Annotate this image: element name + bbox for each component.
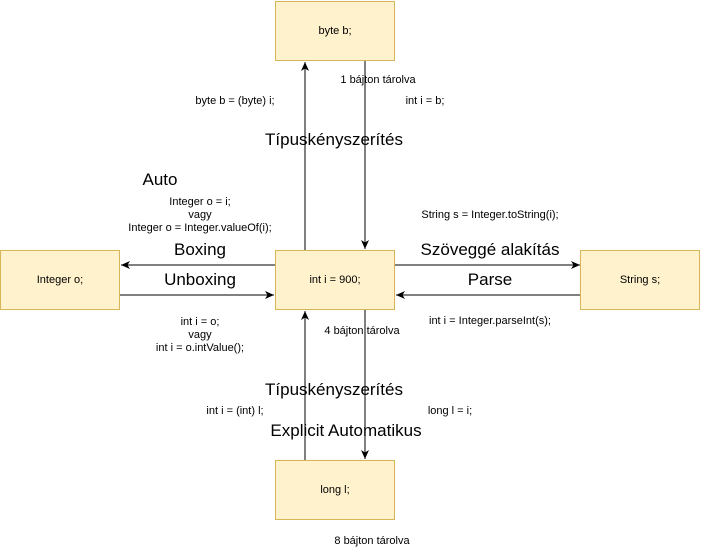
type-cast-bottom-heading: Típuskényszerítés	[265, 380, 403, 399]
parse-code-label: int i = Integer.parseInt(s);	[429, 315, 551, 327]
boxing-code-line-3: Integer o = Integer.valueOf(i);	[128, 222, 272, 234]
to-string-code-label: String s = Integer.toString(i);	[421, 209, 559, 221]
boxing-code-line-1: Integer o = i;	[169, 196, 231, 208]
explicit-auto-heading: Explicit Automatikus	[270, 421, 422, 440]
int-node: int i = 900;	[275, 250, 395, 310]
cast-to-byte-label: byte b = (byte) i;	[195, 95, 275, 107]
unboxing-code-line-3: int i = o.intValue();	[155, 342, 245, 354]
byte-node: byte b;	[275, 1, 395, 61]
byte-to-int-label: int i = b;	[405, 95, 445, 107]
boxing-code-line-2: vagy	[188, 209, 212, 221]
boxing-heading: Boxing	[174, 240, 226, 259]
byte-storage-label: 1 bájton tárolva	[340, 74, 416, 86]
int-to-long-label: long l = i;	[427, 405, 473, 417]
unboxing-code-line-2: vagy	[188, 329, 212, 341]
integer-node: Integer o;	[0, 250, 120, 310]
int-storage-label: 4 bájton tárolva	[324, 325, 400, 337]
parse-heading: Parse	[467, 270, 513, 289]
unboxing-heading: Unboxing	[164, 270, 236, 289]
type-cast-top-heading: Típuskényszerítés	[265, 130, 403, 149]
unboxing-code-label: int i = o; vagy int i = o.intValue();	[140, 316, 260, 355]
boxing-code-label: Integer o = i; vagy Integer o = Integer.…	[110, 196, 290, 235]
long-storage-label: 8 bájton tárolva	[334, 535, 410, 547]
string-node: String s;	[580, 250, 700, 310]
unboxing-code-line-1: int i = o;	[180, 316, 220, 328]
auto-heading: Auto	[142, 170, 178, 189]
long-node: long l;	[275, 460, 395, 520]
to-string-heading: Szöveggé alakítás	[420, 240, 560, 259]
cast-to-int-label: int i = (int) l;	[206, 405, 264, 417]
